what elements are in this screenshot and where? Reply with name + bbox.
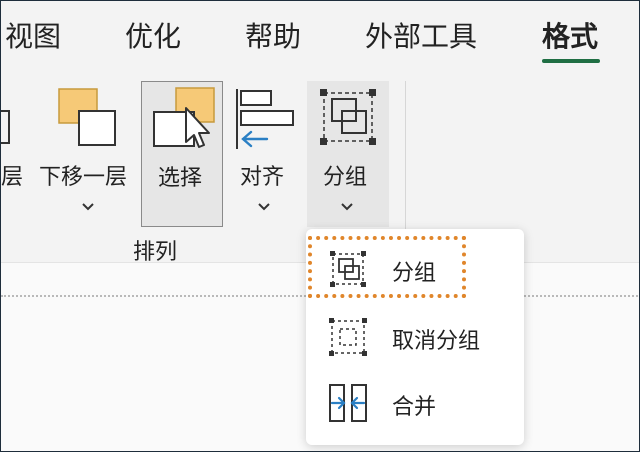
group-icon — [330, 251, 366, 287]
active-tab-indicator — [542, 59, 600, 63]
align-button[interactable]: 对齐 — [229, 81, 301, 227]
align-left-icon — [236, 89, 294, 149]
arrange-group-label: 排列 — [133, 240, 178, 265]
tab-format[interactable]: 格式 — [542, 20, 599, 53]
tab-external-tools[interactable]: 外部工具 — [365, 20, 478, 53]
menu-item-ungroup[interactable]: 取消分组 — [306, 307, 524, 369]
align-label: 对齐 — [240, 165, 285, 190]
group-icon — [320, 89, 376, 145]
menu-item-merge[interactable]: 合并 — [306, 373, 524, 435]
selection-pane-icon — [153, 87, 215, 148]
highlight-marker — [308, 236, 466, 298]
bring-forward-label: 层 — [1, 165, 24, 190]
menu-item-group[interactable]: 分组 — [306, 239, 524, 301]
menu-item-label: 分组 — [392, 261, 437, 286]
chevron-down-icon — [258, 203, 270, 211]
chevron-down-icon — [82, 203, 94, 211]
group-button[interactable]: 分组 — [307, 81, 389, 227]
tab-optimize[interactable]: 优化 — [125, 20, 182, 53]
menu-item-label: 取消分组 — [392, 329, 481, 354]
send-backward-button[interactable]: 下移一层 — [39, 81, 137, 227]
menu-item-label: 合并 — [392, 395, 437, 420]
layers-icon — [1, 110, 10, 144]
bring-forward-button[interactable]: 层 — [1, 81, 35, 227]
chevron-down-icon — [341, 203, 353, 211]
select-button[interactable]: 选择 — [141, 81, 223, 227]
group-dropdown-menu: 分组 取消分组 合并 — [306, 229, 524, 445]
tab-help[interactable]: 帮助 — [245, 20, 302, 53]
merge-icon — [329, 384, 367, 422]
send-backward-label: 下移一层 — [39, 165, 128, 190]
ungroup-icon — [329, 318, 367, 356]
select-label: 选择 — [158, 166, 203, 191]
ribbon-separator — [405, 81, 406, 231]
send-backward-icon — [58, 88, 116, 146]
group-label: 分组 — [323, 165, 368, 190]
tab-view[interactable]: 视图 — [5, 20, 62, 53]
